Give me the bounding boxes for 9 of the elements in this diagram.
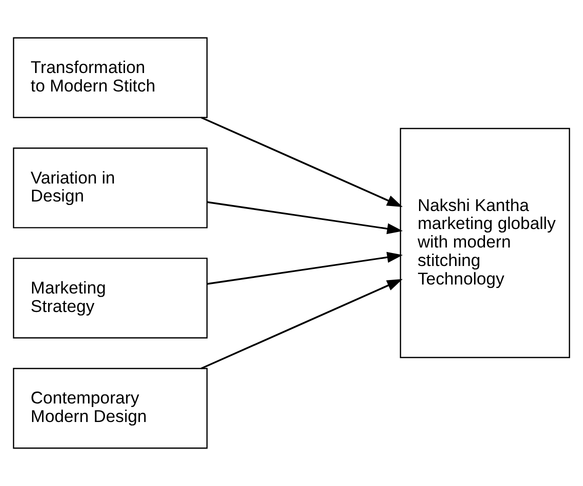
- node-box: Variation in Design: [12, 147, 208, 228]
- node-box: Nakshi Kantha marketing globally with modern stitching Technology: [400, 128, 570, 358]
- node-box: Transformation to Modern Stitch: [12, 37, 208, 118]
- arrow: [200, 279, 403, 370]
- arrow: [200, 116, 403, 207]
- node-box: Contemporary Modern Design: [12, 368, 208, 449]
- arrow: [207, 201, 403, 234]
- arrow: [207, 252, 403, 285]
- node-box: Marketing Strategy: [12, 258, 208, 339]
